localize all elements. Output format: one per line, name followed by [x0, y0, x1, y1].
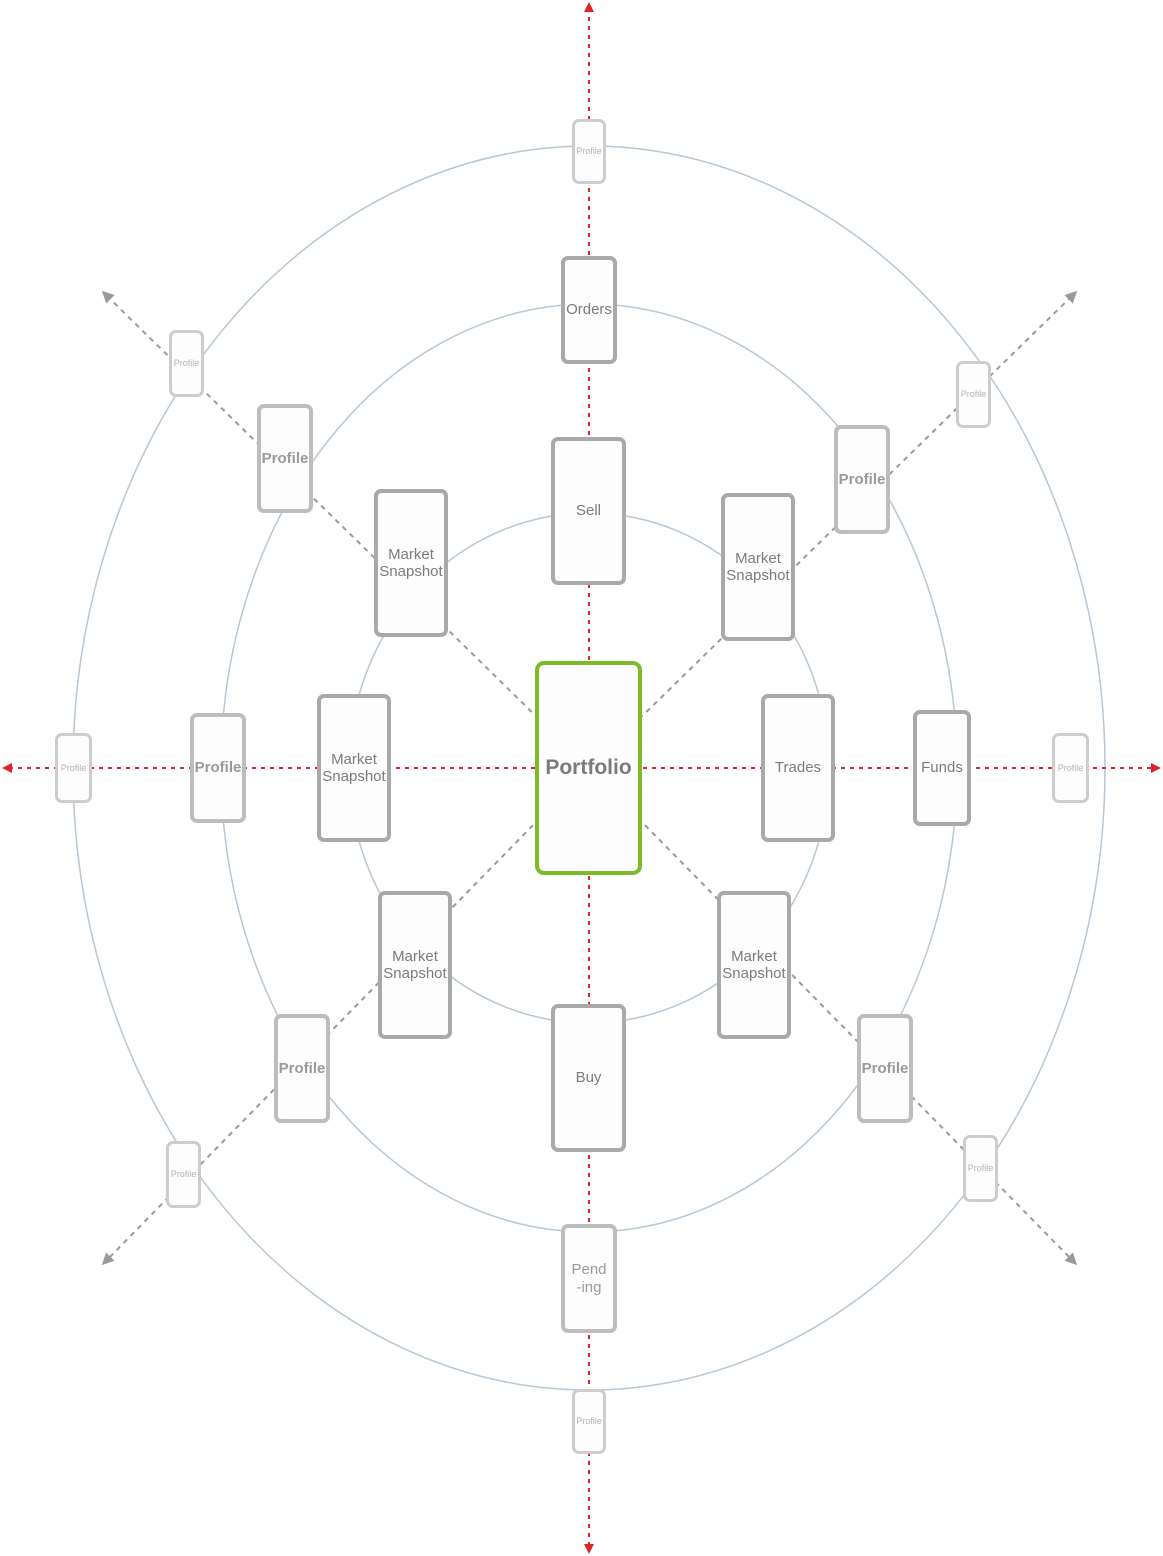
screen-outer-lower-left-profile[interactable]: Profile	[166, 1141, 201, 1208]
screen-middle-upper-right-profile[interactable]: Profile	[834, 425, 890, 534]
screen-outer-right-profile[interactable]: Profile	[1052, 733, 1089, 803]
screen-outer-left-profile[interactable]: Profile	[55, 733, 92, 803]
screen-orders[interactable]: Orders	[561, 256, 617, 364]
screen-inner-lower-right-market-snapshot[interactable]: Market Snapshot	[717, 891, 791, 1039]
screen-funds[interactable]: Funds	[913, 710, 971, 826]
axis-lower-right	[588, 767, 1078, 1266]
axis-upper-right	[588, 290, 1078, 769]
screen-middle-lower-left-profile[interactable]: Profile	[274, 1014, 330, 1123]
screen-outer-top-profile[interactable]: Profile	[572, 119, 606, 184]
screen-outer-bottom-profile[interactable]: Profile	[572, 1389, 606, 1454]
axis-upper-left	[101, 290, 590, 769]
screen-sell[interactable]: Sell	[551, 437, 626, 585]
screen-outer-lower-right-profile[interactable]: Profile	[963, 1135, 998, 1202]
screen-trades[interactable]: Trades	[761, 694, 835, 842]
screen-inner-upper-left-market-snapshot[interactable]: Market Snapshot	[374, 489, 448, 637]
screen-inner-upper-right-market-snapshot[interactable]: Market Snapshot	[721, 493, 795, 641]
screen-buy[interactable]: Buy	[551, 1004, 626, 1152]
screen-portfolio-center[interactable]: Portfolio	[535, 661, 642, 875]
screen-middle-lower-right-profile[interactable]: Profile	[857, 1014, 913, 1123]
screen-outer-upper-right-profile[interactable]: Profile	[956, 361, 991, 428]
screen-pending[interactable]: Pend -ing	[561, 1224, 617, 1333]
screen-middle-upper-left-profile[interactable]: Profile	[257, 404, 313, 513]
screen-middle-left-profile[interactable]: Profile	[190, 713, 246, 823]
screen-outer-upper-left-profile[interactable]: Profile	[169, 330, 204, 397]
screen-inner-lower-left-market-snapshot[interactable]: Market Snapshot	[378, 891, 452, 1039]
diagonal-axes	[101, 290, 1078, 1266]
screen-inner-left-market-snapshot[interactable]: Market Snapshot	[317, 694, 391, 842]
